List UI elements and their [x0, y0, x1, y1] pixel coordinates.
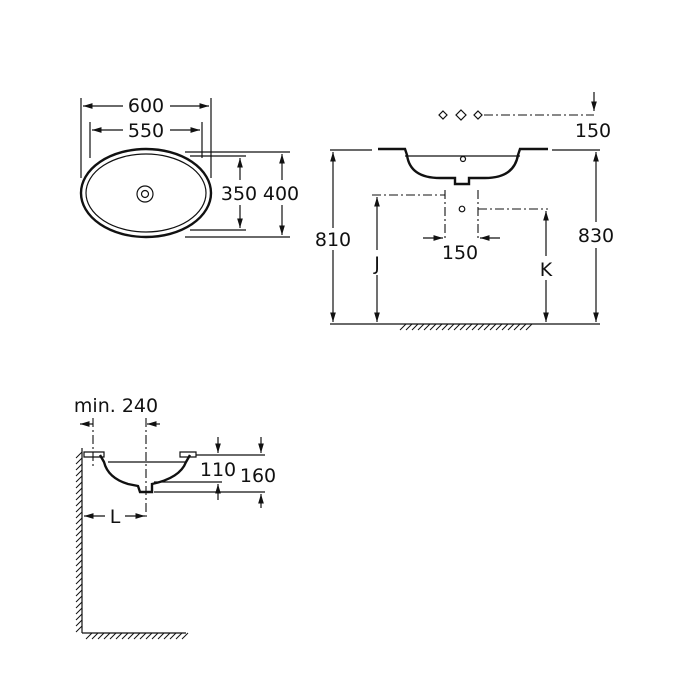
dim-600: 600 — [128, 95, 164, 117]
wall-hatch — [75, 451, 83, 633]
tap-holes-icon — [438, 109, 483, 121]
side-floor-hatch — [85, 632, 189, 640]
dim-l: L — [110, 506, 121, 528]
top-view: 600 550 350 400 — [79, 95, 299, 239]
dim-min-240: min. 240 — [74, 395, 158, 417]
dim-j: J — [373, 253, 380, 275]
basin-outer-rim — [79, 147, 213, 239]
dim-150-spacing: 150 — [442, 242, 478, 264]
dim-160: 160 — [240, 465, 276, 487]
dim-400: 400 — [263, 183, 299, 205]
side-view: min. 240 L 110 160 — [74, 395, 276, 640]
supply-point-icon — [458, 205, 466, 213]
overflow-icon — [459, 155, 467, 163]
basin-section — [378, 147, 548, 186]
drain-icon — [136, 185, 154, 203]
dim-810: 810 — [315, 229, 351, 251]
basin-inner-bowl — [85, 153, 207, 233]
dim-150-tap-height: 150 — [575, 120, 611, 142]
dim-k: K — [540, 259, 553, 281]
side-basin-section — [98, 454, 192, 494]
dim-110: 110 — [200, 459, 236, 481]
dim-830: 830 — [578, 225, 614, 247]
floor-hatch — [399, 323, 533, 331]
dim-350: 350 — [221, 183, 257, 205]
front-view: 150 150 810 830 J K — [315, 92, 614, 331]
dim-550: 550 — [128, 120, 164, 142]
